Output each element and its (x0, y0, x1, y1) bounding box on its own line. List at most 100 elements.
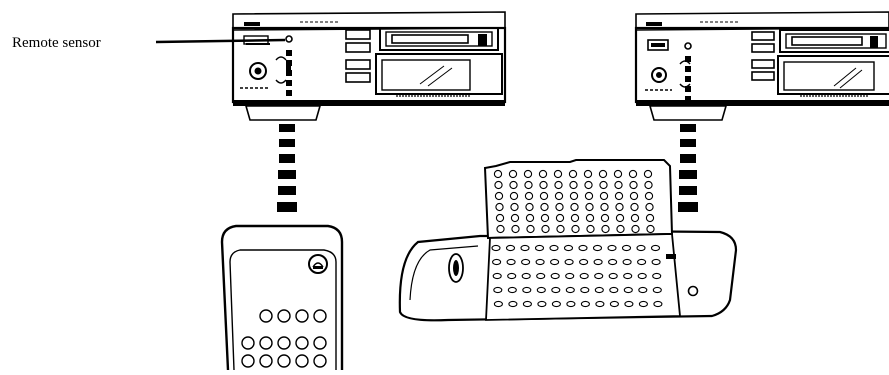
remote-button (313, 309, 327, 323)
keyboard-lid-key (615, 213, 625, 223)
remote-button (259, 336, 273, 350)
keyboard-keypad-key (621, 244, 632, 252)
keyboard-keypad-key (593, 258, 603, 266)
keyboard-lid-key (599, 180, 608, 190)
keyboard-keypad-key (493, 286, 503, 294)
keyboard-keypad-key (536, 272, 546, 280)
keyboard-keypad-key (638, 300, 648, 308)
keyboard-keypad-key (594, 272, 604, 280)
keyboard-lid-key (614, 180, 623, 190)
keyboard-lid-key (495, 213, 505, 223)
keyboard-lid-key (616, 224, 625, 234)
keyboard-lid-key (524, 191, 534, 201)
keyboard-lid-key (615, 202, 624, 212)
keyboard-keypad-key (624, 300, 634, 308)
keyboard-lid-key (524, 180, 533, 190)
remote-button (295, 309, 309, 323)
keyboard-lid-key (553, 169, 563, 179)
keyboard-lid-key (571, 224, 580, 234)
keyboard-lid-key (600, 213, 610, 223)
keyboard-lid-key (644, 180, 653, 190)
remote-button (259, 354, 273, 368)
keyboard-keypad-key (493, 300, 503, 308)
keyboard-keypad-key (491, 244, 501, 252)
keyboard-lid-key (494, 191, 504, 201)
keyboard-keypad-keys (491, 244, 663, 308)
keyboard-keypad-key (622, 258, 632, 266)
keyboard-lid-key (629, 191, 639, 201)
keyboard-keypad-key (506, 258, 516, 266)
remote-button (277, 336, 291, 350)
keyboard-keypad-key (609, 300, 619, 308)
keyboard-lid-key (644, 191, 654, 201)
keyboard-keypad-key (549, 244, 559, 252)
keyboard-keypad-key (564, 258, 574, 266)
keyboard-lid-key (510, 213, 520, 223)
keyboard-keypad-key (522, 286, 532, 294)
keyboard-lid-key (525, 213, 535, 223)
keyboard-keypad-key (522, 300, 532, 308)
keyboard-lid-key (541, 224, 550, 234)
keyboard-lid-key (509, 180, 518, 190)
keyboard-keypad-key (534, 244, 545, 252)
keyboard-lid-key (630, 202, 639, 212)
remote-sensor-label: Remote sensor (12, 35, 101, 51)
keyboard-lid-key (614, 191, 624, 201)
keyboard-lid-key (645, 202, 654, 212)
keyboard-keypad-key (565, 272, 575, 280)
keyboard-keypad-key (535, 258, 545, 266)
remote-button (277, 309, 291, 323)
keyboard-keypad-key (551, 300, 561, 308)
keyboard-keypad-key (637, 258, 647, 266)
keyboard-keypad-key (607, 244, 617, 252)
keyboard-lid-key (586, 224, 595, 234)
keyboard-lid-key (569, 191, 579, 201)
keyboard-lid-key (628, 169, 638, 179)
keyboard-keypad-key (565, 286, 575, 294)
remote-button (295, 336, 309, 350)
keyboard-lid-key (570, 202, 579, 212)
keyboard-lid-key (556, 224, 565, 234)
remote-button (259, 309, 273, 323)
keyboard-lid-key (584, 180, 593, 190)
keyboard-lid-key (643, 169, 653, 179)
keyboard-lid-key (631, 224, 640, 234)
keyboard-keypad-key (608, 258, 618, 266)
keyboard-keypad-key (521, 272, 531, 280)
keyboard-lid-key (539, 191, 549, 201)
keyboard-lid-key (646, 224, 655, 234)
keyboard-keypad-key (537, 300, 547, 308)
keyboard-keypad-key (580, 286, 590, 294)
keyboard-lid-key (629, 180, 638, 190)
keyboard-keypad-key (508, 300, 518, 308)
keyboard-lid-key (539, 180, 548, 190)
md-deck-right (634, 11, 889, 121)
keyboard-lid-key (555, 213, 565, 223)
keyboard-keypad-key (492, 272, 502, 280)
keyboard-lid-key (525, 202, 534, 212)
keyboard-keypad-key (623, 286, 633, 294)
remote-sensor-leader-line (155, 38, 286, 44)
keyboard-keypad-key (507, 272, 517, 280)
keyboard-lid-keys (493, 169, 655, 234)
ir-beam-dotted-right (685, 56, 691, 102)
keyboard-lid-key (508, 169, 518, 179)
remote-button (313, 354, 327, 368)
keyboard-lid-key (526, 224, 535, 234)
keyboard-keypad-key (609, 286, 619, 294)
keyboard-keypad-key (521, 258, 531, 266)
remote-button (241, 336, 255, 350)
keyboard-keypad-key (594, 286, 604, 294)
keyboard-keypad-key (579, 272, 589, 280)
keyboard-lid-key (523, 169, 533, 179)
keyboard-keypad-key (536, 286, 546, 294)
keyboard-lid-key (495, 202, 504, 212)
ir-beam-right (678, 124, 698, 212)
keyboard-keypad-key (636, 244, 646, 252)
keyboard-lid-key (511, 224, 520, 234)
keyboard-keypad-key (579, 258, 589, 266)
keyboard-keypad-key (492, 258, 502, 266)
keyboard-keypad-key (520, 244, 530, 252)
keyboard-lid-key (538, 169, 548, 179)
